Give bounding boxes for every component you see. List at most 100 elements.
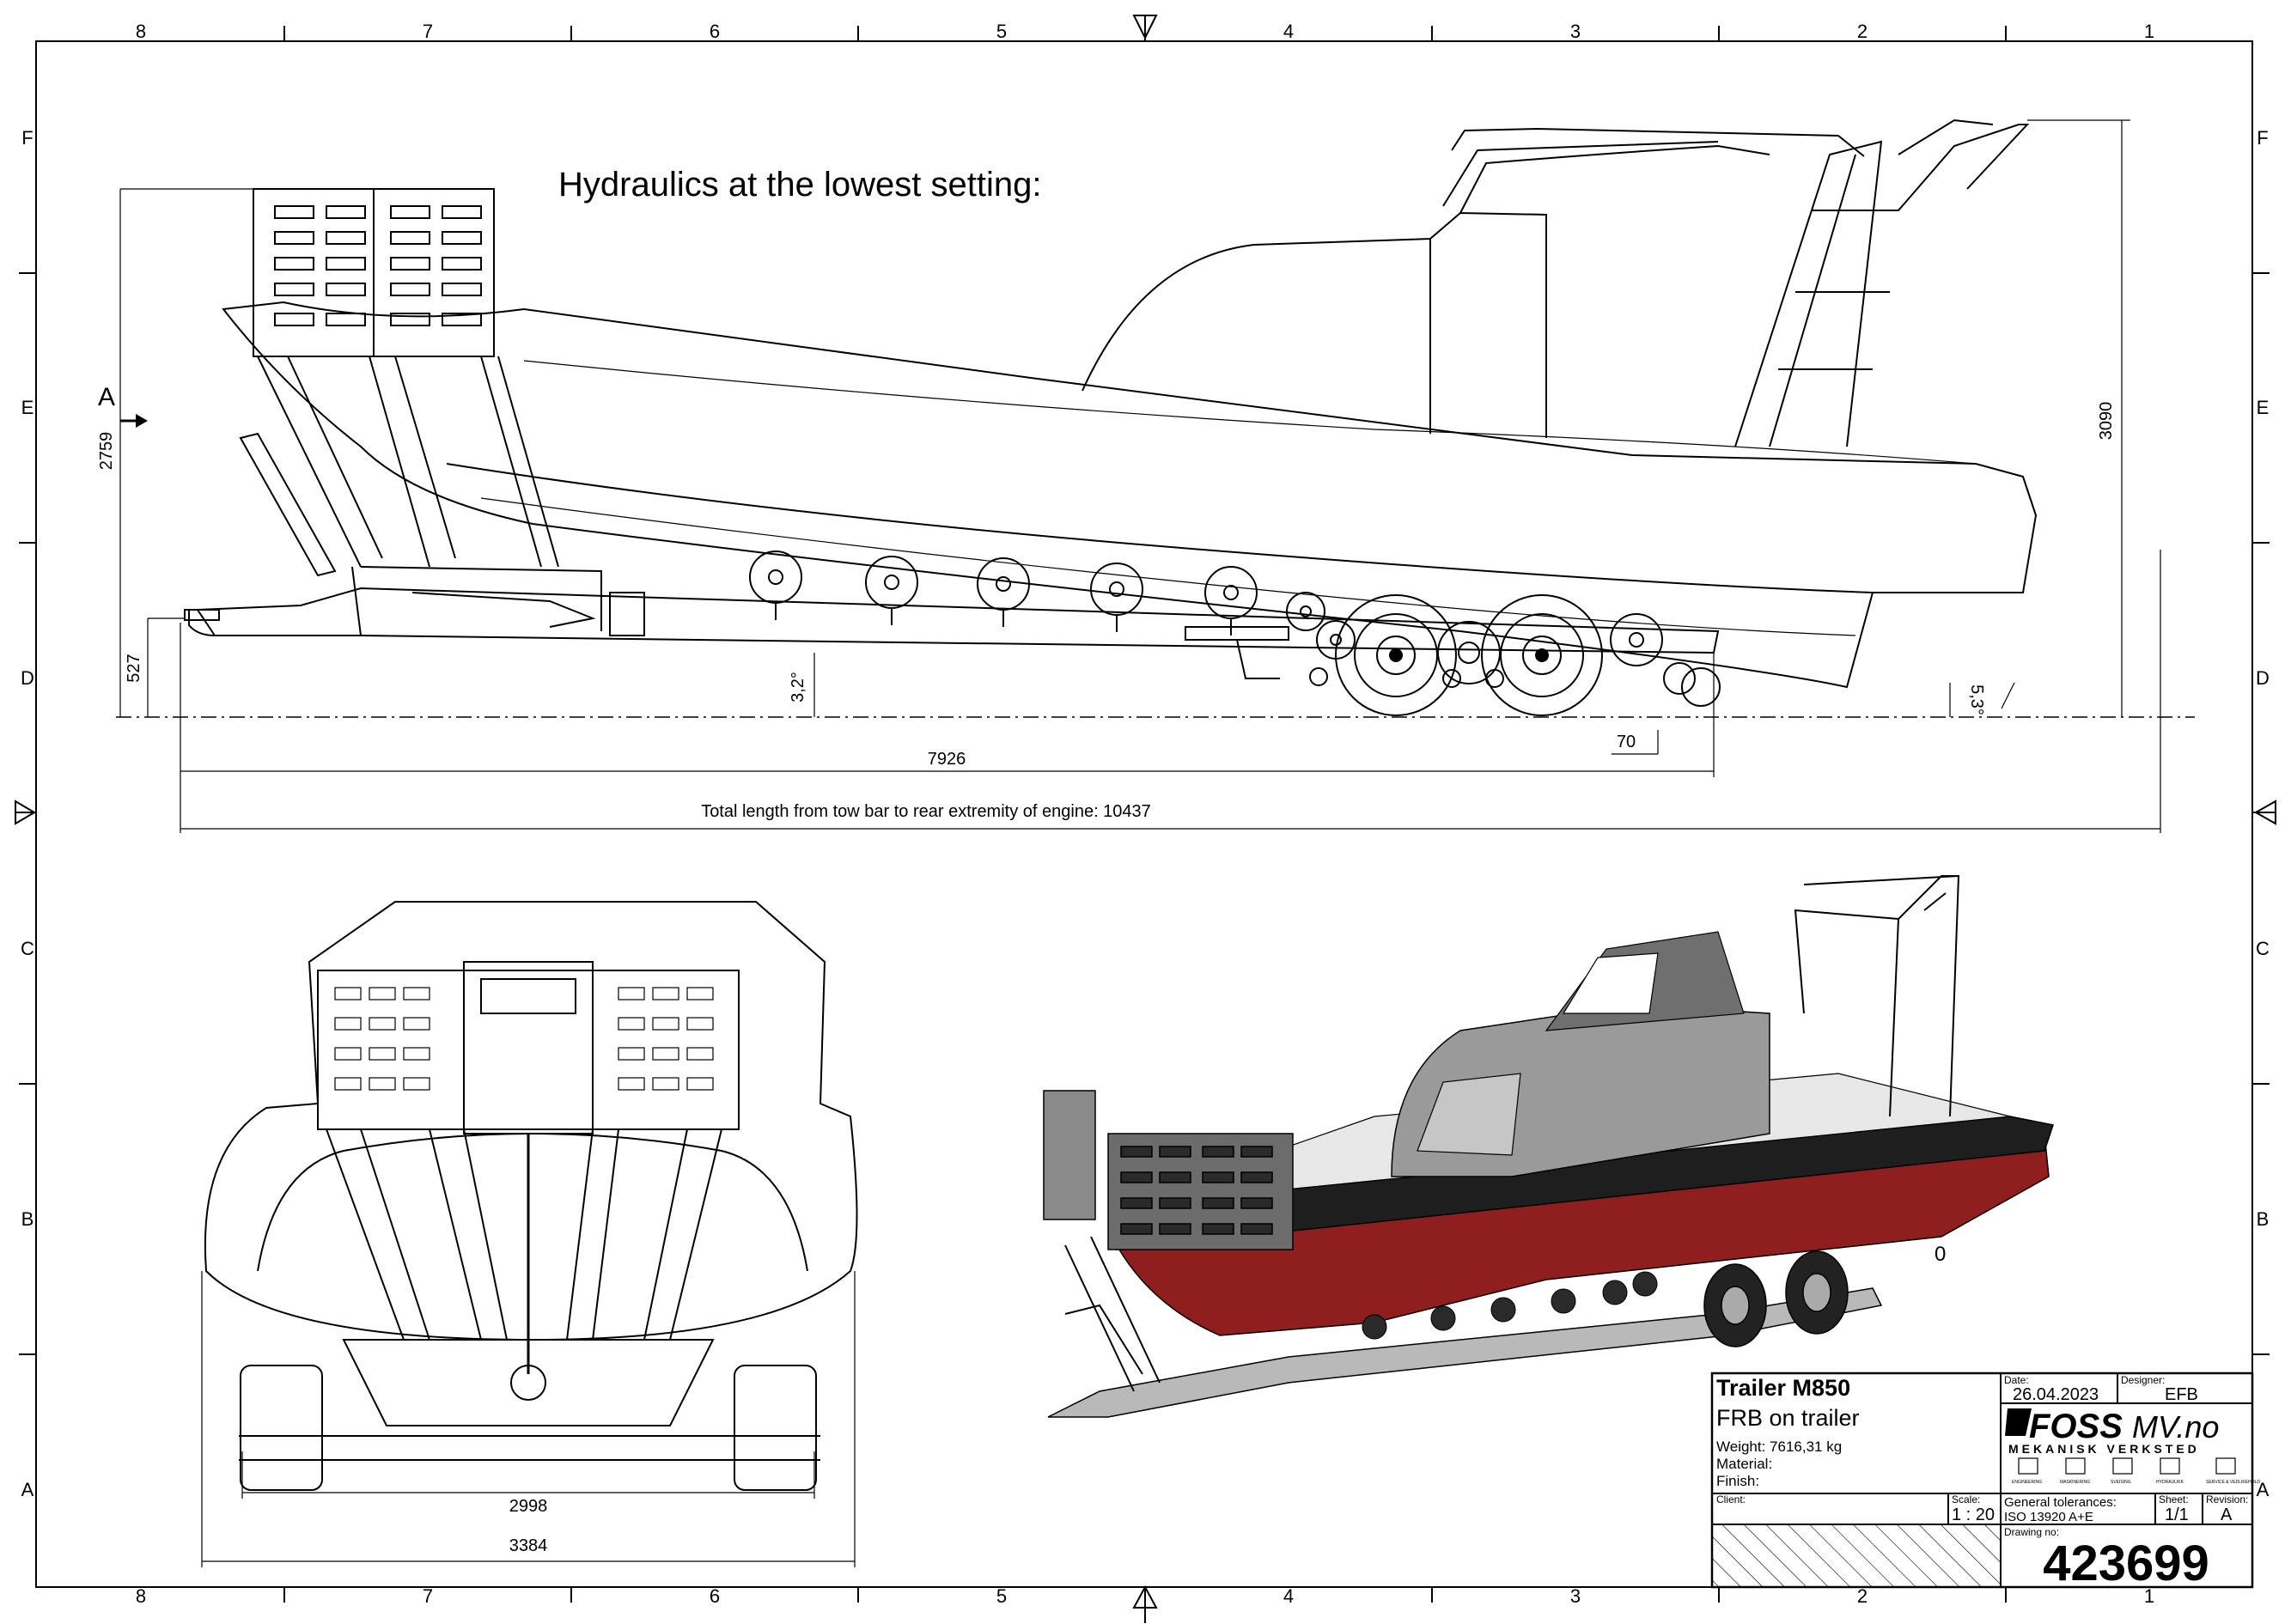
row-label: C xyxy=(2256,938,2270,959)
boat-hull xyxy=(222,301,2038,689)
iso-hull-red xyxy=(1115,1133,2050,1336)
row-label: F xyxy=(21,127,33,149)
iso-bow-rack xyxy=(1043,1090,1294,1250)
rear-view xyxy=(201,901,858,1567)
iso-trailer-frame xyxy=(1047,1287,1883,1418)
date-label: Date: xyxy=(2004,1374,2029,1386)
revision-label: Revision: xyxy=(2206,1493,2248,1505)
logo-main: FOSS xyxy=(2029,1408,2123,1445)
drawing-no-label: Drawing no: xyxy=(2004,1526,2059,1538)
logo-service: SVEISING xyxy=(2111,1480,2131,1485)
row-label: A xyxy=(21,1479,34,1500)
trailer-wheels xyxy=(1309,594,1603,716)
sheet-label: Sheet: xyxy=(2159,1493,2189,1505)
logo-suffix: MV.no xyxy=(2132,1409,2219,1445)
center-mark-bottom xyxy=(1132,1584,1158,1623)
center-mark-right xyxy=(2252,800,2276,825)
logo-service: HYDRAULIKK xyxy=(2156,1480,2184,1485)
subtitle: FRB on trailer xyxy=(1716,1405,1860,1431)
row-label: D xyxy=(2256,667,2270,689)
company-logo: FOSS MV.no MEKANISK VERKSTED ENGINEERING… xyxy=(2005,1408,2260,1485)
material-label: Material: xyxy=(1716,1456,1772,1472)
dim-total-height: 3090 xyxy=(2097,402,2116,441)
revision: A xyxy=(2221,1505,2233,1524)
col-label: 2 xyxy=(1857,1585,1868,1607)
dim-front-height: 2759 xyxy=(97,432,116,471)
dim-rear-offset: 70 xyxy=(1617,733,1636,751)
bow-rack xyxy=(239,188,559,577)
iso-windscreen xyxy=(1562,952,1659,1014)
logo-service: MASKINERING xyxy=(2060,1480,2090,1485)
trailer-frame xyxy=(184,566,1720,679)
iso-wheels xyxy=(1703,1250,1849,1347)
row-label: F xyxy=(2257,127,2268,149)
rear-axle-frame xyxy=(342,1339,715,1426)
designer: EFB xyxy=(2165,1385,2198,1404)
row-label: E xyxy=(21,397,34,418)
rear-arch xyxy=(1734,119,2030,447)
tolerances: ISO 13920 A+E xyxy=(2004,1510,2093,1524)
col-label: 4 xyxy=(1283,1585,1294,1607)
title: Trailer M850 xyxy=(1716,1375,1850,1401)
row-label: A xyxy=(2257,1479,2270,1500)
row-label: C xyxy=(21,938,34,959)
col-label: 8 xyxy=(136,21,146,42)
col-label: 3 xyxy=(1570,1585,1581,1607)
logo-service: ENGINEERING xyxy=(2012,1480,2042,1485)
col-label: 7 xyxy=(423,21,433,42)
keel-rollers xyxy=(749,550,1721,707)
col-label: 6 xyxy=(710,21,720,42)
cabin-roof xyxy=(1451,127,1865,157)
scale: 1 : 20 xyxy=(1952,1505,1995,1524)
row-label: D xyxy=(21,667,34,689)
row-label: E xyxy=(2257,397,2270,418)
dim-trailer-length: 7926 xyxy=(928,750,966,769)
rear-hull-inner xyxy=(257,1133,808,1272)
scale-label: Scale: xyxy=(1952,1493,1980,1505)
col-label: 8 xyxy=(136,1585,146,1607)
iso-view: 0 xyxy=(1043,875,2054,1418)
client-label: Client: xyxy=(1716,1493,1746,1505)
logo-mark-icon xyxy=(2005,1408,2032,1436)
col-label: 1 xyxy=(2144,21,2154,42)
hull-keel-line xyxy=(480,497,1856,636)
rear-support-arms xyxy=(326,1128,722,1341)
dim-drawbar-height: 527 xyxy=(125,654,143,682)
iso-rollers xyxy=(1362,1271,1658,1340)
col-label: 4 xyxy=(1283,21,1294,42)
drawing-number: 423699 xyxy=(2043,1536,2209,1591)
sheet-frame: 8 7 6 5 4 3 2 1 8 7 6 5 4 3 2 1 F E D C … xyxy=(15,15,2276,1623)
dim-track: 2998 xyxy=(509,1497,548,1516)
iso-label: 0 xyxy=(1935,1243,1946,1266)
logo-service: SERVICE & VEDLIKEHOLD xyxy=(2206,1480,2260,1485)
designer-label: Designer: xyxy=(2121,1374,2165,1386)
col-label: 5 xyxy=(996,1585,1007,1607)
dim-total-length: Total length from tow bar to rear extrem… xyxy=(701,802,1151,821)
col-label: 2 xyxy=(1857,21,1868,42)
col-label: 7 xyxy=(423,1585,433,1607)
view-marker: A xyxy=(98,383,115,411)
dim-trailer-angle: 3,2° xyxy=(789,672,807,703)
iso-arch xyxy=(1794,875,1960,1117)
boat-cabin xyxy=(1082,141,1770,438)
hull-gunwale-line xyxy=(523,360,1977,465)
col-label: 5 xyxy=(996,21,1007,42)
col-label: 1 xyxy=(2144,1585,2154,1607)
weight: Weight: 7616,31 kg xyxy=(1716,1438,1842,1455)
view-arrow-icon xyxy=(136,414,148,428)
row-label: B xyxy=(2257,1208,2270,1230)
dim-overall-width: 3384 xyxy=(509,1536,548,1555)
side-view-note: Hydraulics at the lowest setting: xyxy=(558,166,1041,204)
tolerances-label: General tolerances: xyxy=(2004,1495,2117,1510)
row-label: B xyxy=(21,1208,34,1230)
center-mark-left xyxy=(15,800,36,825)
hull-chine-line xyxy=(446,463,1874,593)
sheet: 1/1 xyxy=(2165,1505,2189,1524)
dim-hull-angle: 5,3° xyxy=(1967,684,1986,715)
side-view: Hydraulics at the lowest setting: A xyxy=(97,119,2195,833)
title-block: Trailer M850 FRB on trailer Weight: 7616… xyxy=(1710,1372,2260,1591)
col-label: 3 xyxy=(1570,21,1581,42)
rear-hull-outline xyxy=(204,901,858,1341)
rear-rack xyxy=(317,970,740,1130)
